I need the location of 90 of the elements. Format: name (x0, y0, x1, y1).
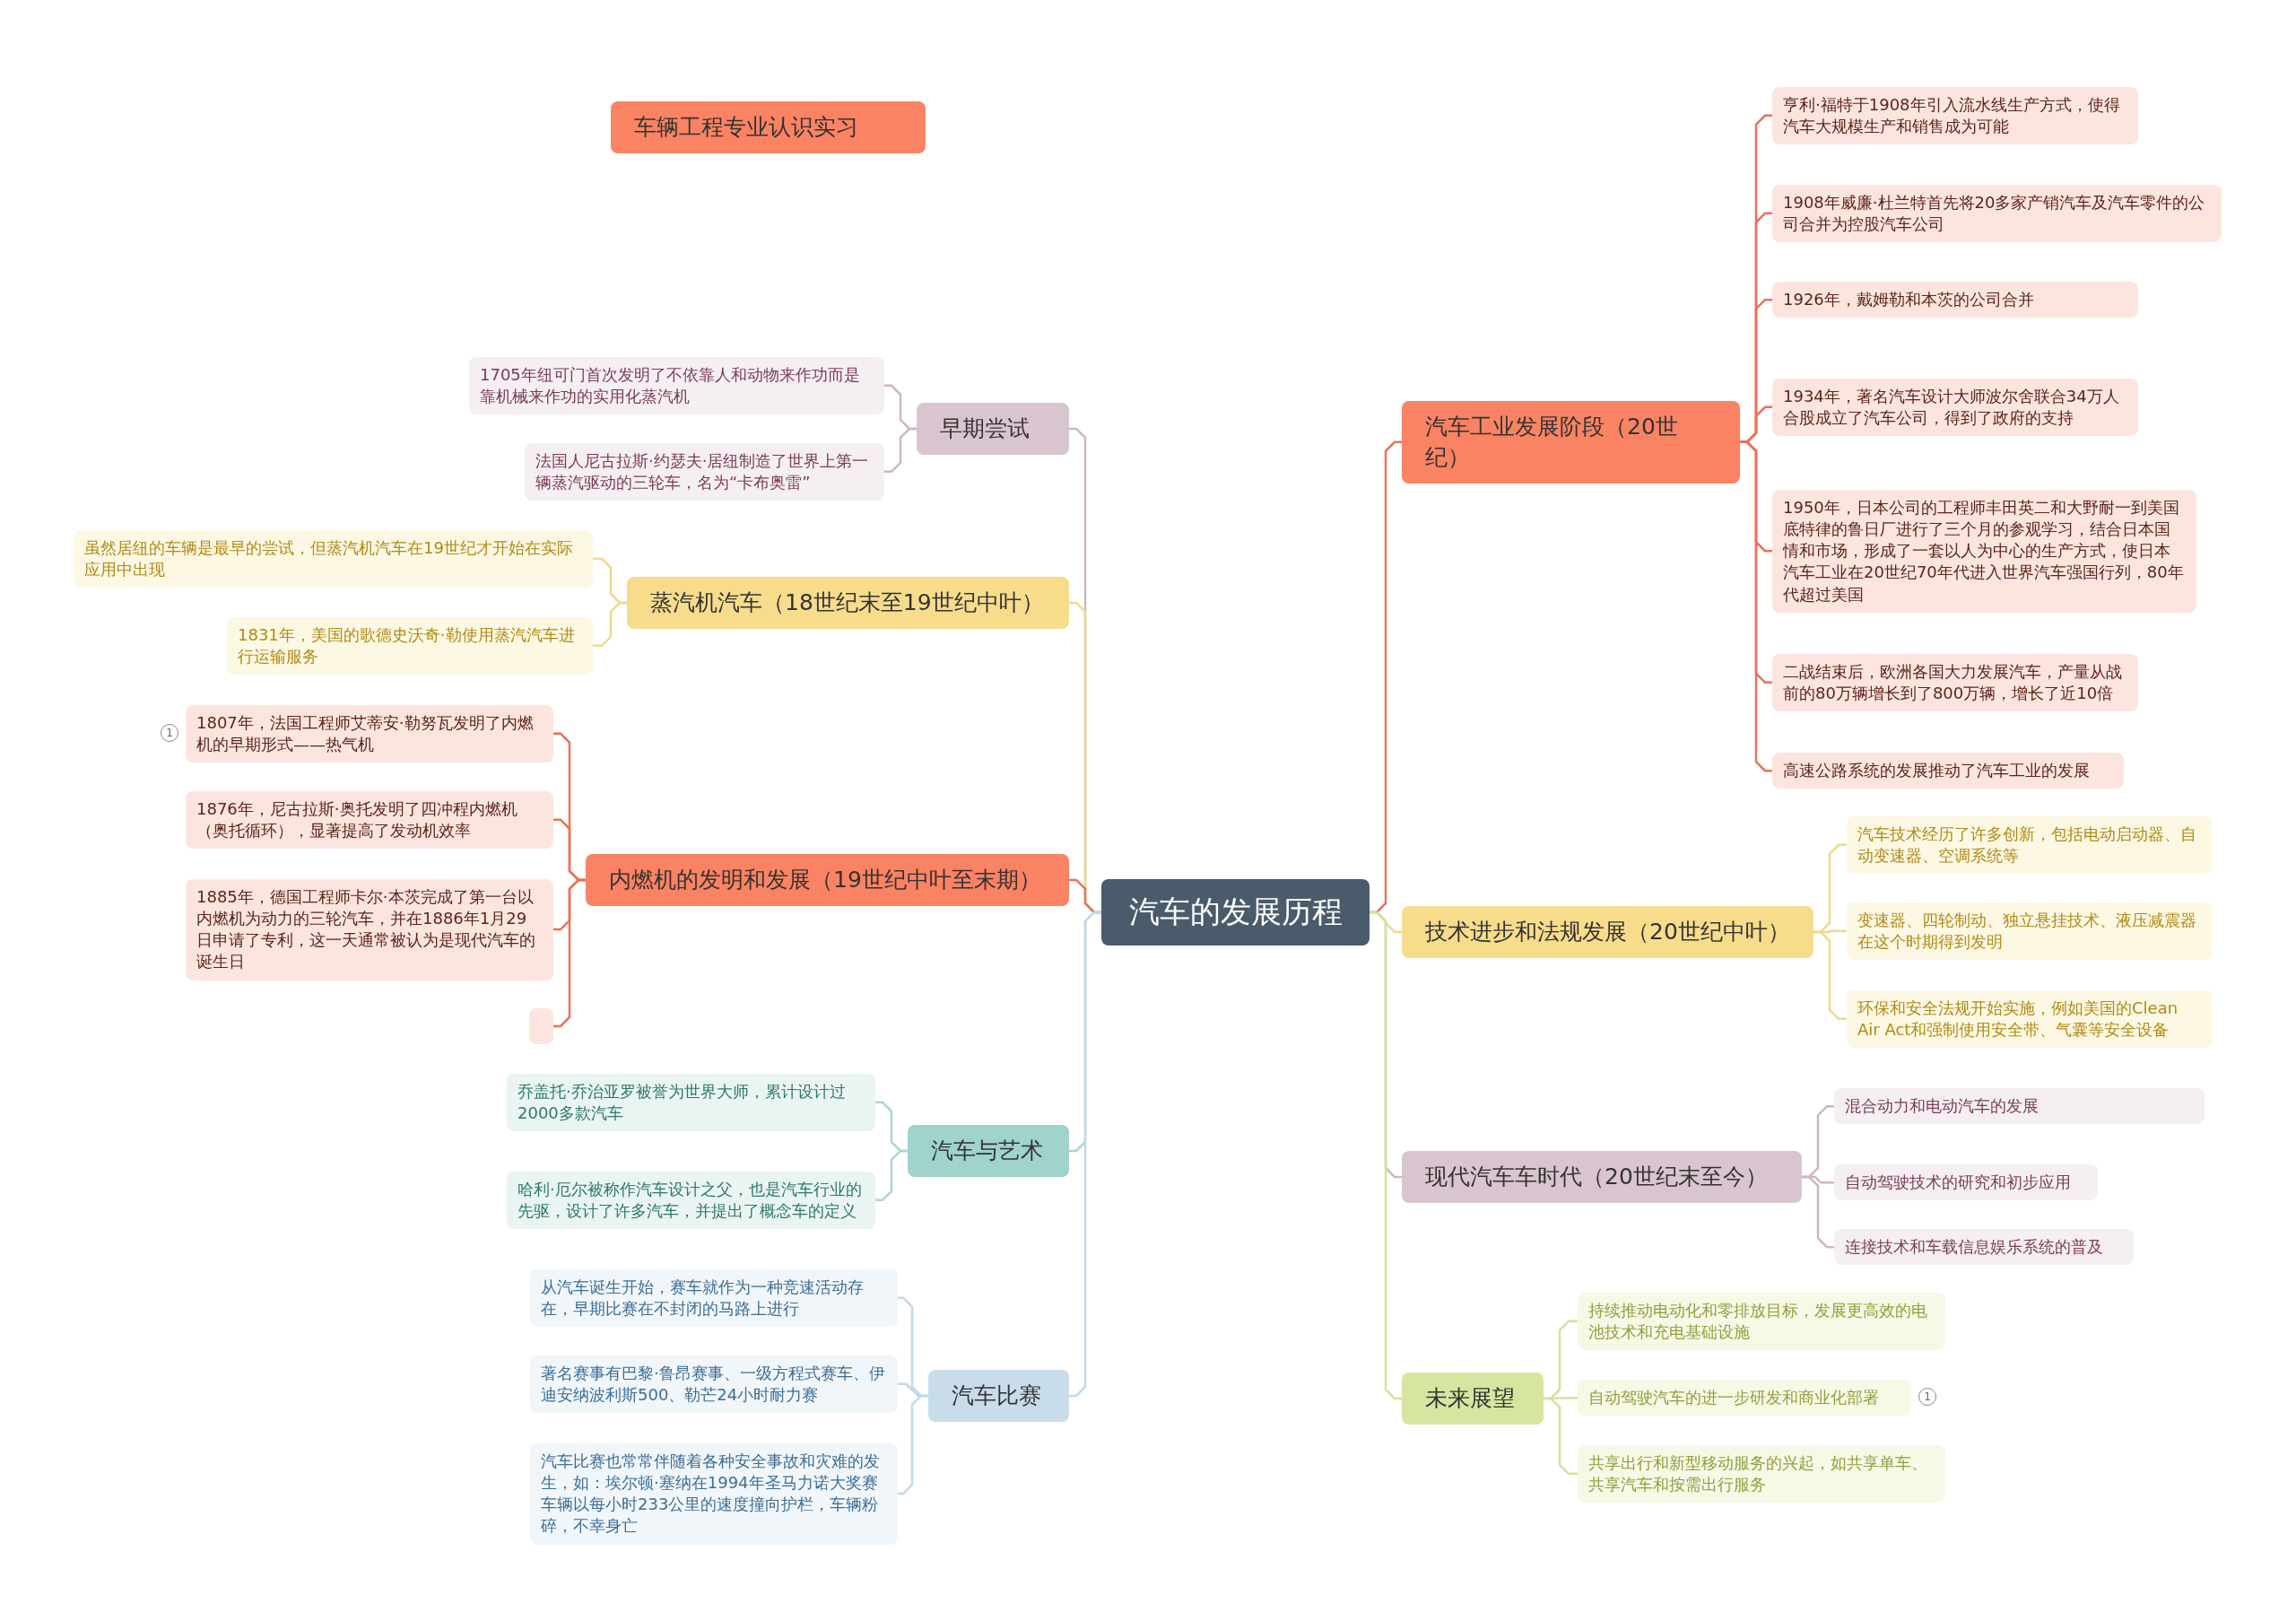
topic-text: 持续推动电动化和零排放目标，发展更高效的电池技术和充电基础设施 (1588, 1299, 1928, 1343)
subtopic-box (227, 616, 593, 675)
subtopic-box (469, 356, 884, 415)
subtopic-box (1772, 489, 2196, 613)
topic-text: 从汽车诞生开始，赛车就作为一种竞速活动存在，早期比赛在不封闭的马路上进行 (541, 1276, 865, 1320)
subtopic-box (525, 442, 884, 501)
topic-text: 车辆工程专业认识实习 (634, 113, 858, 142)
topic-box (1402, 401, 1740, 484)
topic-text: 1950年，日本公司的工程师丰田英二和大野耐一到美国底特律的鲁日厂进行了三个月的参观学习，结合日本国情和市场，形成了一套以人为中心的生产方式，使日本汽车工业在20世纪70年代进入世界汽车强国行列，80年代超过美国 (1783, 496, 2185, 606)
topic-box (1402, 1373, 1544, 1425)
subtopic-box (1772, 184, 2222, 243)
subtopic-box (186, 790, 553, 850)
topic-text: 环保和安全法规开始实施，例如美国的Clean Air Act和强制使用安全带、气囊等安全设备 (1857, 997, 2179, 1041)
topic-text: 高速公路系统的发展推动了汽车工业的发展 (1783, 760, 2090, 781)
subtopic-box (74, 529, 593, 588)
topic-text: 汽车比赛 (952, 1381, 1041, 1410)
connector-line (593, 601, 627, 648)
topic-text: 汽车与艺术 (931, 1137, 1043, 1165)
topic-text: 汽车比赛也常常伴随着各种安全事故和灾难的发生，如：埃尔顿·塞纳在1994年圣马力诺大奖赛车辆以每小时233公里的速度撞向护栏，车辆粉碎，不幸身亡 (541, 1450, 881, 1538)
topic-text: 汽车技术经历了许多创新，包括电动启动器、自动变速器、空调系统等 (1857, 823, 2197, 867)
connector-line (898, 1394, 928, 1495)
topic-text: 变速器、四轮制动、独立悬挂技术、液压减震器在这个时期得到发明 (1857, 909, 2197, 953)
subtopic-box (186, 704, 553, 763)
topic-text: 亨利·福特于1908年引入流水线生产方式，使得汽车大规模生产和销售成为可能 (1783, 93, 2121, 137)
topic-text: 1705年纽可门首次发明了不依靠人和动物来作功而是靠机械来作功的实用化蒸汽机 (480, 363, 861, 407)
topic-box (586, 854, 1069, 906)
topic-box (1402, 1151, 1802, 1203)
subtopic-box (1834, 1164, 2098, 1201)
connector-line (1370, 911, 1402, 1400)
topic-box (908, 1125, 1069, 1177)
subtopic-box (1847, 815, 2213, 875)
subtopic-box (1847, 902, 2213, 961)
connector-line (1740, 440, 1772, 772)
topic-text: 1807年，法国工程师艾蒂安·勒努瓦发明了内燃机的早期形式——热气机 (196, 711, 535, 755)
connector-line (1813, 930, 1847, 1021)
connector-line (553, 878, 586, 1028)
subtopic-box (1578, 1444, 1945, 1503)
topic-text: 1885年，德国工程师卡尔·本茨完成了第一台以内燃机为动力的三轮汽车，并在1886年1月29日申请了专利，这一天通常被认为是现代汽车的诞生日 (196, 885, 536, 973)
connector-line (1802, 1175, 1834, 1249)
topic-text: 乔盖托·乔治亚罗被誉为世界大师，累计设计过2000多款汽车 (517, 1080, 847, 1124)
subtopic-box (507, 1073, 875, 1132)
subtopic-box (1847, 989, 2213, 1049)
subtopic-box (1772, 282, 2138, 318)
subtopic-box (530, 1268, 898, 1328)
topic-text: 蒸汽机汽车（18世纪末至19世纪中叶） (650, 588, 1044, 617)
central-topic (1101, 879, 1370, 946)
box-shape (529, 1008, 553, 1044)
topic-text: 技术进步和法规发展（20世纪中叶） (1425, 918, 1790, 946)
topic-text: 1831年，美国的歌德史沃奇·勒使用蒸汽汽车进行运输服务 (238, 623, 576, 667)
topic-text: 早期尝试 (940, 414, 1030, 443)
connector-line (875, 1149, 908, 1202)
subtopic-box (186, 878, 553, 980)
topic-text: 混合动力和电动汽车的发展 (1845, 1095, 2039, 1117)
topic-text: 法国人尼古拉斯·约瑟夫·居纽制造了世界上第一辆蒸汽驱动的三轮车，名为“卡布奥雷” (535, 449, 870, 493)
topic-text: 自动驾驶技术的研究和初步应用 (1845, 1172, 2071, 1193)
topic-text: 自动驾驶汽车的进一步研发和商业化部署 (1588, 1387, 1879, 1408)
subtopic-box (1834, 1229, 2134, 1266)
topic-text: 哈利·厄尔被称作汽车设计之父，也是汽车行业的先驱，设计了许多汽车，并提出了概念车的定义 (517, 1178, 863, 1222)
topic-text: 汽车的发展历程 (1128, 893, 1343, 931)
subtopic-box (530, 1355, 898, 1414)
topic-text: 二战结束后，欧洲各国大力发展汽车，产量从战前的80万辆增长到了800万辆，增长了近10倍 (1783, 660, 2123, 704)
subtopic-box (1578, 1380, 1911, 1416)
topic-box (627, 577, 1069, 629)
subtopic-box (1772, 86, 2138, 145)
subtopic-box (1772, 653, 2138, 712)
topic-text: 1934年，著名汽车设计大师波尔舍联合34万人合股成立了汽车公司，得到了政府的支持 (1783, 385, 2120, 429)
subtopic-box (530, 1442, 898, 1545)
connector-line (1544, 1397, 1578, 1476)
topic-text: 虽然居纽的车辆是最早的尝试，但蒸汽机汽车在19世纪才开始在实际应用中出现 (84, 536, 574, 580)
subtopic-box (1834, 1088, 2205, 1125)
connector-line (884, 427, 917, 474)
subtopic-box (1772, 753, 2124, 789)
subtopic-box (1772, 378, 2138, 437)
heading-box (611, 101, 926, 153)
topic-text: 连接技术和车载信息娱乐系统的普及 (1845, 1236, 2103, 1258)
topic-text: 现代汽车车时代（20世纪末至今） (1425, 1163, 1768, 1191)
topic-text: 内燃机的发明和发展（19世纪中叶至末期） (609, 866, 1041, 894)
topic-text: 1908年威廉·杜兰特首先将20多家产销汽车及汽车零件的公司合并为控股汽车公司 (1783, 191, 2206, 235)
topic-text: 著名赛事有巴黎·鲁昂赛事、一级方程式赛车、伊迪安纳波利斯500、勒芒24小时耐力赛 (541, 1362, 886, 1406)
topic-box (1402, 906, 1813, 958)
topic-box (917, 403, 1069, 455)
subtopic-box (1578, 1292, 1945, 1351)
topic-box (928, 1370, 1069, 1422)
topic-text: 汽车工业发展阶段（20世纪） (1425, 413, 1679, 472)
topic-text: 1926年，戴姆勒和本茨的公司合并 (1783, 289, 2034, 310)
topic-text: 共享出行和新型移动服务的兴起，如共享单车、共享汽车和按需出行服务 (1588, 1451, 1928, 1495)
connector-line (1069, 911, 1101, 1398)
topic-text: 1876年，尼古拉斯·奥托发明了四冲程内燃机（奥托循环），显著提高了发动机效率 (196, 797, 518, 841)
topic-text: 未来展望 (1425, 1384, 1515, 1413)
subtopic-box (507, 1171, 875, 1230)
